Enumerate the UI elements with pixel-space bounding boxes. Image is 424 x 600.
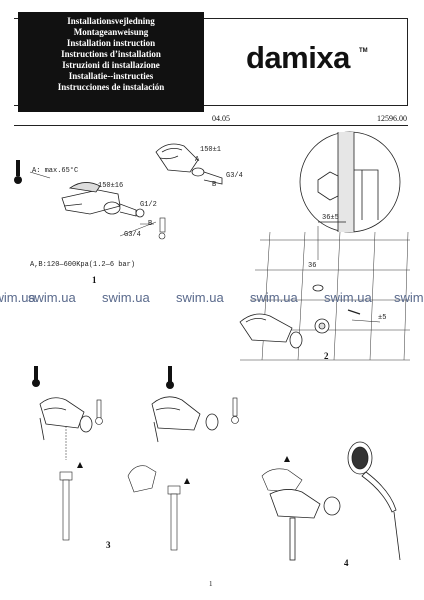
fig1-b-label: B [148,220,153,228]
title-dutch: Installatie--instructies [68,71,154,81]
fig1-top-g34: G3/4 [226,172,243,180]
title-spanish: Instrucciones de instalación [57,82,165,92]
header-rule [14,125,408,126]
title-english: Installation instruction [66,38,156,48]
tile-grid [240,231,410,361]
arrow-up-icon [184,478,190,484]
cold-water-pipe [158,217,166,240]
brand-logo: damixa [246,40,350,75]
fig1-g12-label: G1/2 [140,201,157,209]
watermark-text: swim.ua [250,290,298,305]
watermark-text: swim.ua [28,290,76,305]
title-french: Instructions d’installation [61,49,161,59]
faucet-mounted [239,284,330,349]
thermometer-icon [231,397,239,424]
doc-number: 12596.00 [377,114,407,123]
doc-date: 04.05 [212,114,230,123]
title-italian: Istruzioni di installazione [62,60,160,70]
thermometer-icon [166,366,174,389]
faucet-top-view [155,143,223,185]
figure-number-4: 4 [344,558,349,568]
trademark: TM [359,48,368,54]
fig1-temp-label: A: max.65°C [32,167,79,175]
thermometer-icon [32,366,40,387]
title-danish: Installationsvejledning [67,16,155,26]
faucet-step3-left [39,397,93,441]
shower-head-icon [347,441,401,561]
fig1-top-dim: 150±1 [200,146,222,154]
hose-connector [59,471,73,541]
thermometer-icon [14,160,22,184]
hose-connector [167,485,181,551]
wall-detail-circle [299,131,401,233]
watermark-text: swim.ua [324,290,372,305]
fig1-top-a: A [195,156,200,164]
fig1-dim-label: 150±16 [98,182,124,190]
watermark-text: swim.ua [176,290,224,305]
title-box: Installationsvejledning Montageanweisung… [18,12,204,112]
hand-holding-part [127,465,157,493]
fig1-pressure-label: A,B:120—600Kpa(1.2—6 bar) [30,261,136,269]
figure-number-2: 2 [324,351,329,361]
faucet-step4 [269,489,341,561]
fig2-dim5-label: ±5 [378,314,387,322]
figure-number-1: 1 [92,275,97,285]
figure-number-3: 3 [106,540,111,550]
watermark-text: swim.ua [102,290,150,305]
fig2-dim36b-label: 36 [308,262,317,270]
fig1-g34-label: G3/4 [124,231,141,239]
arrow-up-icon [77,462,83,468]
faucet-side-view [61,182,145,218]
watermark-text: swim.ua [394,290,424,305]
fig2-dim36-label: 36±5 [322,214,339,222]
hand-adjusting-handle [261,468,303,493]
faucet-step3-right [151,396,219,443]
page-number: 1 [209,580,213,588]
arrow-up-icon [284,456,290,462]
watermark-text: swim.ua [0,290,36,305]
fig1-top-b: B [212,181,217,189]
header-frame [14,18,408,106]
thermometer-icon [95,399,103,425]
title-german: Montageanweisung [73,27,149,37]
